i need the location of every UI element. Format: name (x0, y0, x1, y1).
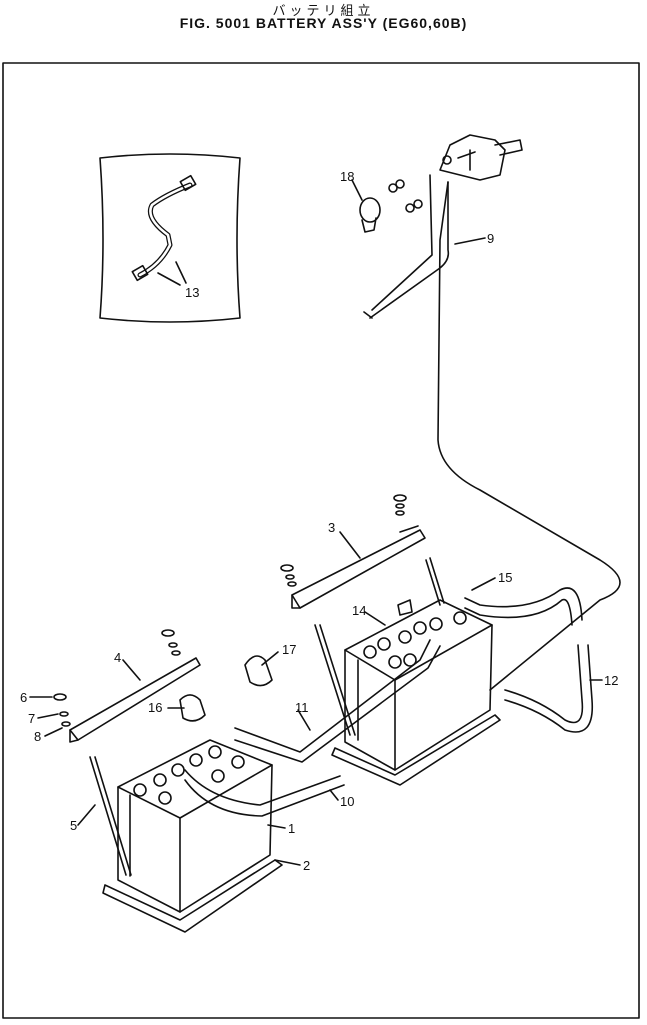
leader-5 (77, 804, 96, 826)
leader-15 (471, 577, 496, 591)
terminal-cap-14 (397, 599, 413, 616)
leader-8 (44, 727, 63, 737)
leader-7 (37, 713, 59, 719)
hold-down-rod-right (314, 624, 356, 736)
leader-14 (364, 611, 386, 626)
hold-down-bar-4 (53, 629, 201, 743)
callout-12: 12 (604, 673, 618, 688)
callout-11: 11 (295, 700, 309, 715)
callout-10: 10 (340, 794, 354, 809)
callout-14: 14 (352, 603, 366, 618)
cable-12 (504, 644, 594, 733)
leader-4 (122, 659, 141, 681)
drawing-frame (2, 62, 640, 1019)
figure-title: FIG. 5001 BATTERY ASS'Y (EG60,60B) (179, 15, 468, 31)
terminal-cap-17 (244, 655, 273, 687)
callout-3: 3 (328, 520, 335, 535)
cable-9 (363, 174, 450, 319)
callout-1: 1 (288, 821, 295, 836)
battery-switch-part (439, 134, 523, 181)
cable-9-long-run (437, 181, 621, 691)
callout-17: 17 (282, 642, 296, 657)
callout-5: 5 (70, 818, 77, 833)
callout-9: 9 (487, 231, 494, 246)
leader-18 (351, 179, 363, 201)
leader-11 (297, 709, 311, 731)
callout-13: 13 (185, 285, 199, 300)
leader-13 (157, 272, 181, 286)
leader-2 (274, 859, 301, 866)
cable-11 (234, 639, 441, 763)
leader-1 (267, 824, 286, 829)
callout-7: 7 (28, 711, 35, 726)
cable-15 (464, 587, 583, 626)
leader-17 (261, 651, 279, 666)
callout-4: 4 (114, 650, 121, 665)
callout-2: 2 (303, 858, 310, 873)
leader-10 (329, 789, 339, 801)
callout-16: 16 (148, 700, 162, 715)
battery-right (331, 599, 501, 786)
cable-10 (184, 769, 345, 817)
hold-down-rod-5 (89, 756, 132, 876)
battery-left (102, 739, 283, 933)
inset-detail-box (99, 153, 241, 323)
callout-15: 15 (498, 570, 512, 585)
leader-3 (339, 531, 361, 559)
terminal-cap-18 (359, 179, 423, 233)
callout-18: 18 (340, 169, 354, 184)
figure-title-japanese: バッテリ組立 (272, 3, 375, 18)
hold-down-bar-3 (280, 494, 426, 609)
callout-6: 6 (20, 690, 27, 705)
callout-8: 8 (34, 729, 41, 744)
terminal-cap-16 (179, 694, 206, 722)
leader-9 (454, 237, 486, 245)
threaded-rod (425, 557, 445, 606)
